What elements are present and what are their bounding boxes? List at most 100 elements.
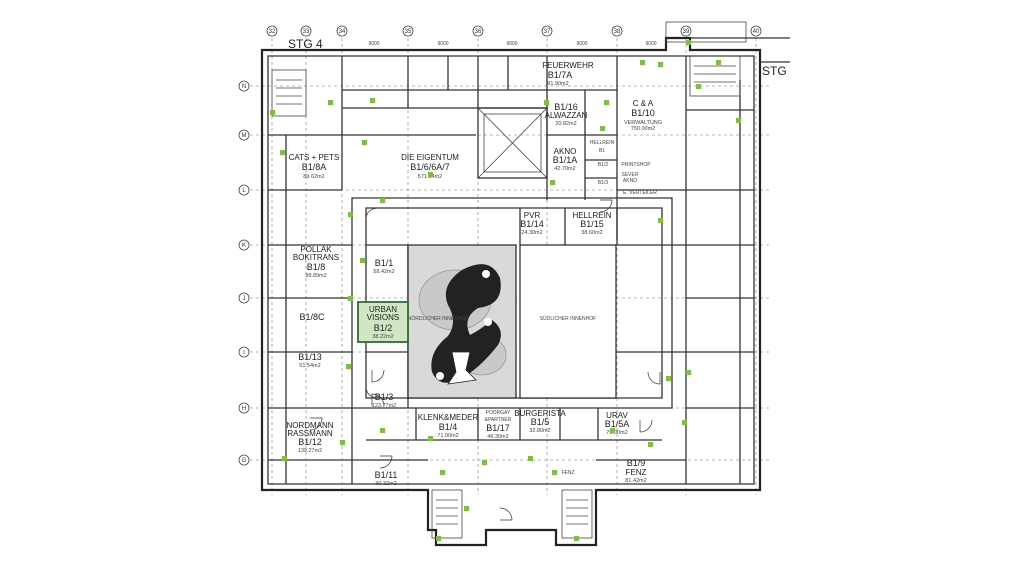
marker xyxy=(436,536,441,541)
unit-id: B1/3 xyxy=(375,392,394,402)
axis-top-label: 38 xyxy=(614,29,621,35)
unit-id: B1/1A xyxy=(553,155,578,165)
unit-area: 51.54m2 xyxy=(299,363,320,369)
unit-note: VERWALTUNG xyxy=(624,120,662,126)
unit-id: B1/8C xyxy=(299,312,325,322)
south-courtyard xyxy=(519,244,617,399)
stg-label-left: STG 4 xyxy=(288,37,323,51)
unit-labels: FEUERWEHR B1/7A 91.90m2 C & A B1/10 VERW… xyxy=(286,61,662,487)
unit-name: KLENK&MEDER xyxy=(418,413,479,422)
axis-top-label: 32 xyxy=(269,29,276,35)
axis-top-label: 39 xyxy=(683,29,690,35)
unit-name: PVR xyxy=(524,211,541,220)
marker xyxy=(440,470,445,475)
axis-top-label: 35 xyxy=(405,29,412,35)
unit-area: 750.00m2 xyxy=(631,126,655,132)
dimension-label: 9000 xyxy=(368,41,379,47)
marker xyxy=(348,212,353,217)
unit-id: B1/13 xyxy=(298,352,322,362)
unit-area: 46.30m2 xyxy=(487,434,508,440)
axis-left-label: N xyxy=(242,84,246,90)
marker xyxy=(280,150,285,155)
unit-id: B1/8A xyxy=(302,162,327,172)
marker xyxy=(270,110,275,115)
unit-area: 91.90m2 xyxy=(547,81,568,87)
unit-area: 24.30m2 xyxy=(521,230,542,236)
unit-name: DIE EIGENTUM xyxy=(401,153,459,162)
unit-id: B1/11 xyxy=(375,470,398,480)
unit-name: FEUERWEHR xyxy=(542,61,594,70)
unit-name: FENZ xyxy=(626,468,647,477)
unit-note: AKNO xyxy=(623,178,637,184)
unit-name: PODRGAY xyxy=(486,410,511,416)
unit-name: AKNO xyxy=(554,147,577,156)
axis-left-label: I xyxy=(243,350,245,356)
unit-name: NORDMANN xyxy=(286,421,333,430)
dimension-label: 9000 xyxy=(437,41,448,47)
marker xyxy=(640,60,645,65)
door-swings xyxy=(309,199,661,521)
unit-area: 71.00m2 xyxy=(437,433,458,439)
outer-walls xyxy=(260,21,790,547)
unit-id: B1/5 xyxy=(531,417,550,427)
unit-area: 75.00m2 xyxy=(606,430,627,436)
unit-id: B1/2 xyxy=(598,162,609,168)
highlighted-unit-urban-visions[interactable] xyxy=(357,301,409,343)
unit-name: HELLREIN xyxy=(572,211,611,220)
unit-name: BURGERISTA xyxy=(514,409,566,418)
marker xyxy=(428,172,433,177)
courtyards: NÖRDLICHER INNENHOF SÜDLICHER INNENHOF xyxy=(407,244,617,399)
marker xyxy=(716,60,721,65)
unit-name: ALWAZZAN xyxy=(545,111,588,120)
unit-id: B1 xyxy=(599,148,605,154)
unit-name: CATS + PETS xyxy=(289,153,340,162)
axis-top-label: 37 xyxy=(544,29,551,35)
marker xyxy=(380,428,385,433)
unit-name: POLLAK xyxy=(300,245,332,254)
marker xyxy=(666,376,671,381)
unit-name: URBAN xyxy=(369,305,397,314)
unit-id: B1/16 xyxy=(554,102,578,112)
unit-id: B1/14 xyxy=(520,219,544,229)
unit-id: B1/5A xyxy=(605,419,630,429)
marker xyxy=(544,100,549,105)
marker xyxy=(346,364,351,369)
axis-top-label: 36 xyxy=(475,29,482,35)
marker xyxy=(610,428,615,433)
dimension-label: 9000 xyxy=(506,41,517,47)
marker xyxy=(482,460,487,465)
marker xyxy=(360,258,365,263)
unit-area: 20.82m2 xyxy=(555,121,576,127)
dimension-label: 9000 xyxy=(645,41,656,47)
marker xyxy=(736,118,741,123)
unit-area: 42.70m2 xyxy=(554,166,575,172)
axis-top-label: 33 xyxy=(303,29,310,35)
unit-name: RASSMANN xyxy=(287,429,333,438)
unit-area: 58.42m2 xyxy=(373,269,394,275)
axis-top-label: 40 xyxy=(753,29,760,35)
unit-id: B1/9 xyxy=(627,458,646,468)
unit-id: B1/3 xyxy=(598,180,609,186)
marker xyxy=(658,218,663,223)
unit-name: VISIONS xyxy=(367,313,399,322)
unit-area: 123.77m2 xyxy=(372,403,396,409)
north-courtyard-label: NÖRDLICHER INNENHOF xyxy=(408,315,469,322)
axis-left-label: H xyxy=(242,406,246,412)
axis-left-label: L xyxy=(242,188,246,194)
unit-id: B1/7A xyxy=(548,70,573,80)
marker xyxy=(464,506,469,511)
unit-id: B1/4 xyxy=(439,422,458,432)
unit-id: B1/12 xyxy=(298,437,322,447)
unit-area: 98.89m2 xyxy=(305,273,326,279)
unit-name: E. VERTEILER xyxy=(623,190,657,196)
unit-id: B1/15 xyxy=(580,219,604,229)
marker xyxy=(282,456,287,461)
marker xyxy=(380,198,385,203)
marker xyxy=(552,470,557,475)
south-courtyard-label: SÜDLICHER INNENHOF xyxy=(540,315,596,322)
unit-area: 32.80m2 xyxy=(529,428,550,434)
marker xyxy=(348,296,353,301)
unit-name: FENZ xyxy=(561,470,574,476)
